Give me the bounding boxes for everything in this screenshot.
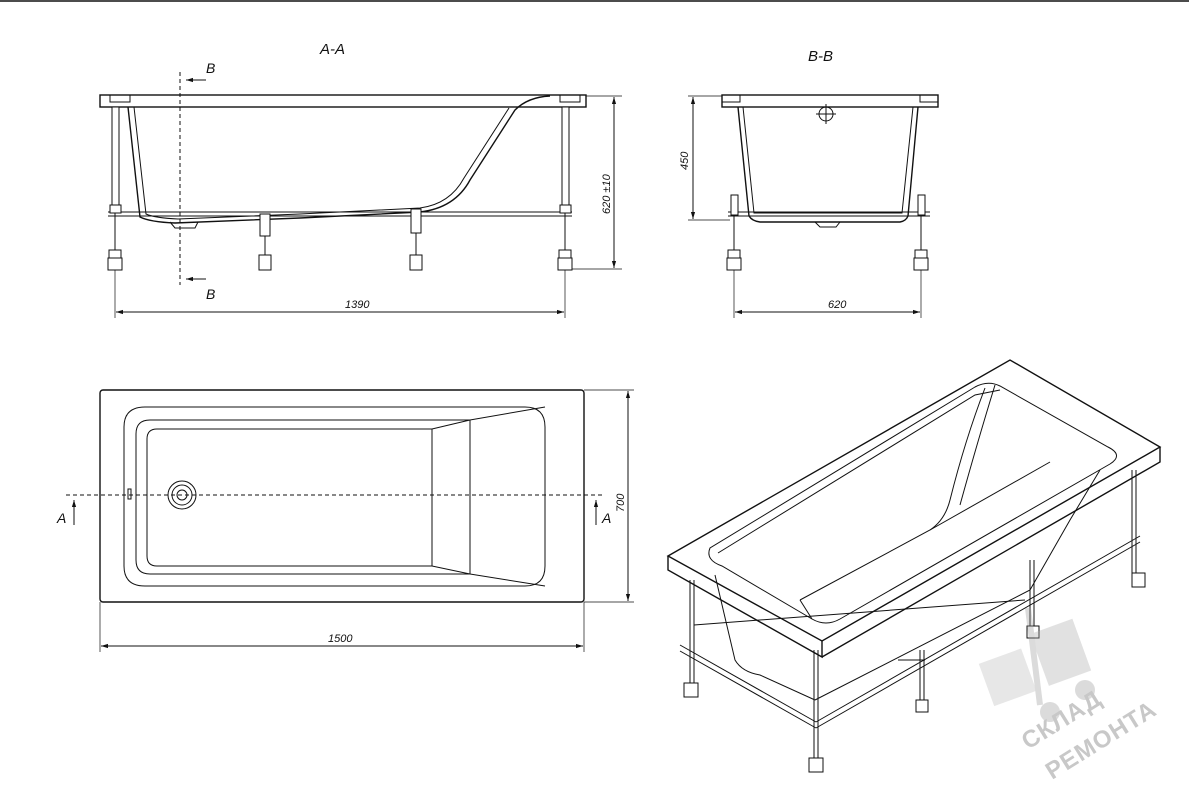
plan-view: A A 1500 700 <box>56 389 634 652</box>
bb-drain-icon <box>816 104 836 124</box>
bb-leg-right <box>913 194 929 271</box>
aa-leg-right <box>557 204 573 271</box>
section-aa-view: A-A <box>99 41 622 318</box>
plan-width-dim: 700 <box>615 493 627 512</box>
forklift-icon <box>978 607 1095 722</box>
plan-outline <box>99 389 585 603</box>
bb-tub-body <box>737 106 919 223</box>
plan-cut-label-left: A <box>56 510 66 526</box>
aa-leg-mid-2 <box>409 208 423 271</box>
aa-leg-left <box>107 204 123 271</box>
aa-height-dim: 620 ±10 <box>601 173 613 214</box>
bb-width-dim: 620 <box>828 299 847 311</box>
section-bb-view: B-B 450 <box>679 48 939 318</box>
section-aa-title: A-A <box>319 41 345 58</box>
iso-rim-top <box>666 359 1162 642</box>
bb-rim <box>721 94 939 108</box>
isometric-view <box>666 359 1162 773</box>
watermark: СКЛАД РЕМОНТА <box>978 607 1162 785</box>
aa-cut-label-bottom: B <box>206 286 215 302</box>
plan-inner-basin <box>123 406 546 587</box>
plan-length-dim: 1500 <box>328 633 353 645</box>
aa-tub-body <box>127 95 551 224</box>
aa-length-dim: 1390 <box>345 299 370 311</box>
section-bb-title: B-B <box>808 48 833 65</box>
iso-frame <box>679 470 1141 762</box>
bb-height-dim: 450 <box>679 151 691 170</box>
aa-leg-mid-1 <box>258 213 272 271</box>
aa-rim <box>99 94 587 108</box>
aa-cut-label-top: B <box>206 60 215 76</box>
bb-leg-left <box>726 194 742 271</box>
iso-basin-opening <box>708 382 1117 624</box>
plan-cut-label-right: A <box>601 510 611 526</box>
